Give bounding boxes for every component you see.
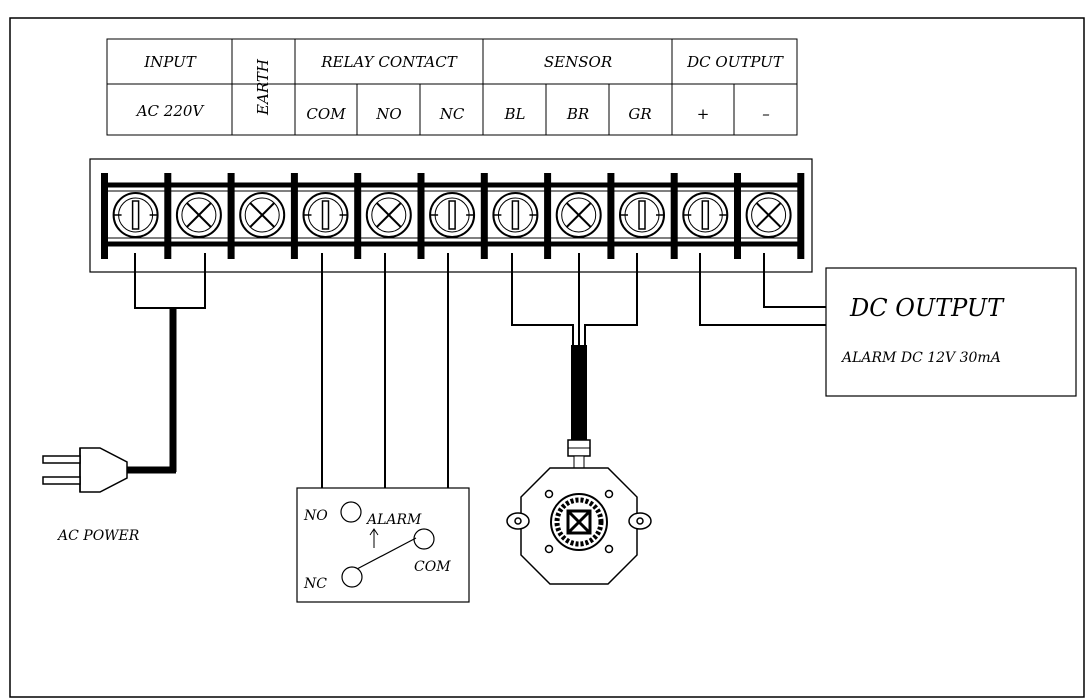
sub-no: NO (375, 105, 401, 123)
relay-no-label: NO (303, 508, 328, 524)
sub-plus: + (697, 105, 710, 123)
terminal-block-housing (89, 158, 813, 273)
sub-br: BR (566, 105, 589, 123)
terminal-divider (354, 173, 362, 259)
terminal-divider (417, 173, 425, 259)
sub-com: COM (306, 105, 346, 123)
terminal-divider (164, 173, 172, 259)
dc-output-spec: ALARM DC 12V 30mA (840, 350, 1001, 366)
terminal-divider (734, 173, 741, 259)
terminal-strip (101, 173, 805, 259)
relay-nc-contact (341, 566, 363, 588)
relay-box: NO ALARM NC COM (296, 487, 470, 603)
terminal-label-table (106, 38, 798, 136)
relay-switch-arm (356, 537, 417, 570)
sensor-icon (506, 467, 652, 585)
sub-nc: NC (439, 105, 465, 123)
terminal-divider (544, 173, 552, 259)
ac-power-label: AC POWER (56, 528, 140, 544)
sub-minus: – (762, 105, 770, 123)
header-sensor: SENSOR (544, 53, 612, 71)
header-input: INPUT (143, 53, 197, 71)
sub-ac: AC 220V (135, 102, 206, 120)
terminal-divider (797, 173, 805, 259)
dc-output-title: DC OUTPUT (849, 294, 1005, 322)
ac-power-cord (125, 308, 177, 474)
terminal-divider (101, 173, 108, 259)
terminal-divider (480, 173, 488, 259)
frame (9, 17, 1085, 698)
terminal-divider (290, 173, 298, 259)
header-earth: EARTH (254, 58, 272, 116)
relay-com-label: COM (414, 559, 451, 575)
dc-output-box: DC OUTPUT ALARM DC 12V 30mA (825, 267, 1077, 397)
relay-com-contact (413, 528, 435, 550)
wires (134, 253, 826, 488)
terminal-divider (227, 173, 235, 259)
ac-plug-icon (42, 447, 128, 493)
relay-alarm-label: ALARM (365, 512, 422, 528)
relay-nc-label: NC (303, 576, 327, 592)
terminal-divider (607, 173, 615, 259)
relay-no-contact (340, 501, 362, 523)
sub-gr: GR (628, 105, 651, 123)
terminal-label-text: INPUT EARTH RELAY CONTACT SENSOR DC OUTP… (135, 53, 784, 123)
header-relay: RELAY CONTACT (320, 53, 457, 71)
sub-bl: BL (504, 105, 526, 123)
header-dc-output: DC OUTPUT (686, 53, 784, 71)
sensor-cable (567, 345, 591, 469)
terminal-divider (670, 173, 678, 259)
